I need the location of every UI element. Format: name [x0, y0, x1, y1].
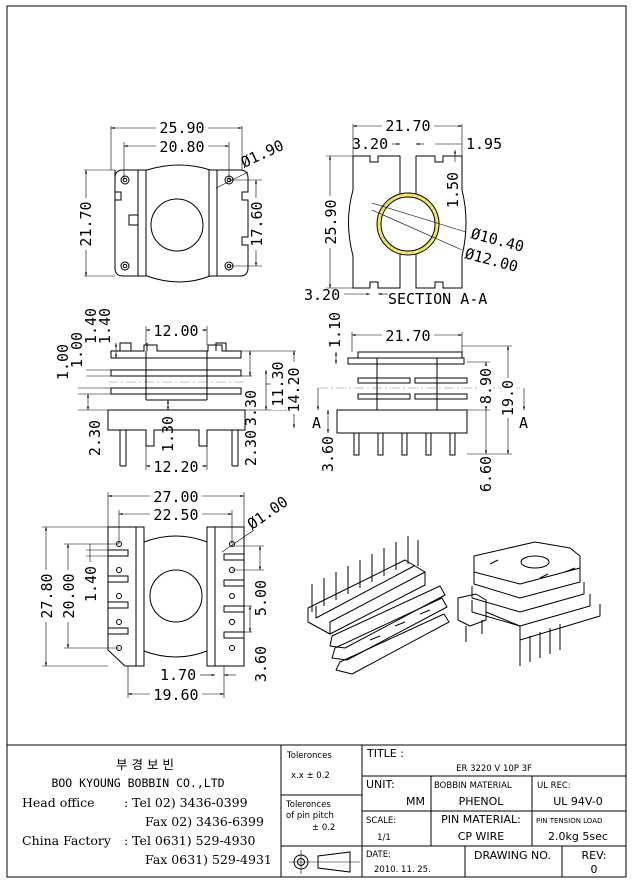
section-view: Ø10.40 Ø12.00 21.70 3.20 1.95 1.50 25.90…	[304, 117, 526, 308]
rev-value: 0	[591, 863, 598, 876]
dim-top-pin-span: 20.80	[159, 138, 204, 156]
isometric-view-1	[307, 536, 450, 675]
tolerances-value: x.x ± 0.2	[291, 771, 330, 781]
dim-front-t1: 1.40	[96, 308, 114, 344]
company-name-korean: 부 경 보 빈	[116, 757, 174, 772]
date-label: DATE:	[366, 850, 391, 860]
dim-bottom-gap: 1.70	[160, 666, 196, 684]
date-value: 2010. 11. 25.	[374, 865, 431, 875]
bobbin-material-value: PHENOL	[459, 795, 505, 808]
top-view-outline	[114, 164, 249, 283]
dim-front-h1: 3.30	[242, 390, 260, 426]
dim-top-pin-hole: Ø1.90	[238, 136, 287, 171]
side-view-pins	[353, 432, 456, 456]
dim-side-flange-t: 1.10	[326, 312, 344, 348]
bottom-core-bore	[149, 569, 203, 623]
drawing-no-label: DRAWING NO.	[474, 849, 551, 862]
bottom-view: 27.00 22.50 Ø1.00 27.80 20.00 1.40 5.00 …	[38, 488, 291, 704]
title-block: 부 경 보 빈 BOO KYOUNG BOBBIN CO.,LTD Head o…	[6, 744, 627, 878]
china-factory-tel: : Tel 0631) 529-4930	[124, 833, 256, 848]
pin-material-label: PIN MATERIAL:	[441, 813, 521, 826]
china-factory-label: China Factory	[22, 833, 112, 848]
pin-tolerance-value: ± 0.2	[312, 823, 335, 833]
head-office-label: Head office	[22, 795, 95, 810]
section-mark-right: A	[519, 414, 528, 432]
ul-rec-label: UL REC:	[537, 781, 571, 791]
dim-section-width: 21.70	[385, 117, 430, 135]
dim-front-h2: 2.30	[242, 430, 260, 466]
unit-value: MM	[406, 795, 425, 808]
pin-material-value: CP WIRE	[458, 830, 505, 843]
title-label: TITLE :	[366, 747, 404, 760]
dim-front-winding-width: 12.00	[153, 322, 198, 340]
top-view: 25.90 20.80 Ø1.90 21.70 17.60	[77, 119, 287, 283]
bottom-view-pin-holes	[116, 541, 235, 651]
dim-bottom-edge: 3.60	[252, 646, 270, 682]
dim-bottom-pin-hole: Ø1.00	[244, 493, 291, 534]
dim-front-base-width: 12.20	[153, 458, 198, 476]
head-office-fax: Fax 02) 3436-6399	[145, 814, 264, 829]
pin-tolerance-label-2: of pin pitch	[286, 811, 334, 821]
company-name: BOO KYOUNG BOBBIN CO.,LTD	[51, 776, 224, 790]
dim-front-base: 2.30	[86, 420, 104, 456]
dim-bottom-pin-range: 20.00	[60, 573, 78, 618]
scale-label: SCALE:	[366, 816, 396, 826]
isometric-view-2	[457, 541, 601, 666]
unit-label: UNIT:	[366, 778, 395, 791]
dim-top-pin-pitch: 17.60	[248, 201, 266, 246]
rev-label: REV:	[582, 849, 607, 862]
dim-side-h1: 8.90	[477, 368, 495, 404]
dim-section-slot-depth: 1.50	[444, 172, 462, 208]
china-factory-fax: Fax 0631) 529-4931	[145, 852, 272, 867]
dim-front-h4: 14.20	[285, 367, 303, 412]
tolerances-label: Toleronces	[286, 751, 332, 761]
dim-bottom-inner-width: 19.60	[153, 686, 198, 704]
scale-value: 1/1	[377, 833, 391, 843]
dim-section-slot-a: 3.20	[352, 135, 388, 153]
dim-top-height: 21.70	[77, 201, 95, 246]
dim-front-h3: 11.30	[269, 361, 287, 406]
ul-rec-value: UL 94V-0	[553, 795, 603, 808]
bobbin-material-label: BOBBIN MATERIAL	[434, 781, 512, 791]
dim-front-t3: 1.00	[68, 332, 86, 368]
dim-bottom-pitch: 5.00	[252, 580, 270, 616]
drawing-title: ER 3220 V 10P 3F	[456, 764, 532, 774]
dim-side-pin-len: 6.60	[477, 456, 495, 492]
dim-bottom-overall-width: 27.00	[153, 488, 198, 506]
dim-side-h2: 19.0	[499, 380, 517, 416]
core-bore	[150, 198, 204, 252]
dim-side-base-h: 3.60	[319, 436, 337, 472]
dim-bottom-height: 27.80	[38, 573, 56, 618]
dim-bottom-slot: 1.40	[82, 566, 100, 602]
dim-front-t2: 1.40	[82, 308, 100, 344]
head-office-tel: : Tel 02) 3436-0399	[124, 795, 248, 810]
dim-front-gap: 1.30	[159, 416, 177, 452]
dim-side-width: 21.70	[385, 327, 430, 345]
dim-top-overall-width: 25.90	[159, 119, 204, 137]
projection-symbol-icon	[289, 850, 360, 874]
section-label: SECTION A-A	[388, 290, 487, 308]
section-mark-left: A	[312, 414, 321, 432]
pin-tolerance-label-1: Toleronces	[285, 800, 331, 810]
pin-tension-value: 2.0kg 5sec	[548, 830, 608, 843]
dim-front-t4: 1.00	[54, 344, 72, 380]
dim-section-slot-bottom: 3.20	[304, 286, 340, 304]
dim-section-height: 25.90	[322, 199, 340, 244]
pin-tension-label: PIN TENSION LOAD	[536, 817, 602, 825]
dim-section-slot-b: 1.95	[466, 135, 502, 153]
front-view: 12.00 12.20 1.30 1.40 1.40 1.00 1.00 2.3…	[54, 308, 303, 476]
dim-bottom-pin-span: 22.50	[153, 506, 198, 524]
side-view: 21.70 1.10 8.90 19.0 6.60 3.60 A A	[312, 312, 528, 492]
